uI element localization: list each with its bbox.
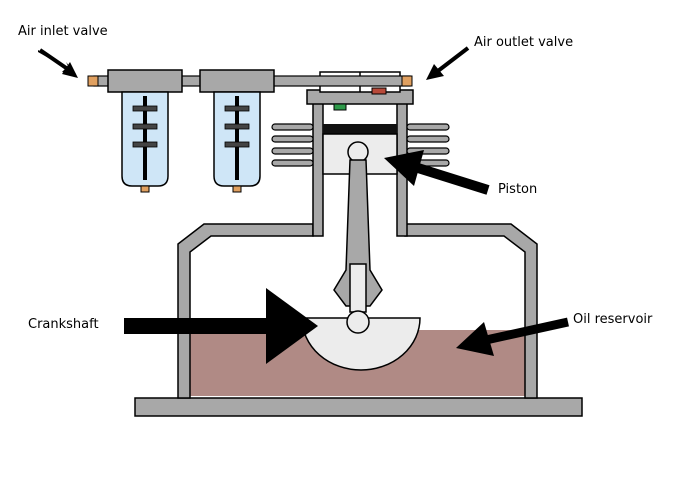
arrow-air-outlet — [432, 46, 470, 76]
arrow-oil-reservoir — [485, 317, 569, 345]
label-oil-reservoir: Oil reservoir — [573, 312, 653, 327]
inlet-fitting — [87, 75, 99, 87]
crankshaft-pin — [346, 310, 370, 334]
crankshaft-disk — [301, 317, 421, 371]
label-crankshaft: Crankshaft — [28, 317, 99, 332]
cylinder-wall-left — [312, 99, 324, 237]
filter-1 — [107, 69, 183, 193]
valve-red — [371, 87, 387, 95]
outlet-fitting — [401, 75, 413, 87]
label-air-inlet-valve: Air inlet valve — [18, 24, 108, 39]
filter-2 — [199, 69, 275, 193]
base-plate — [134, 397, 583, 417]
valve-green — [333, 103, 347, 111]
label-piston: Piston — [498, 182, 538, 197]
piston-ring — [323, 124, 397, 134]
connecting-rod — [333, 159, 383, 307]
arrow-piston — [416, 163, 490, 195]
label-air-outlet-valve: Air outlet valve — [474, 35, 574, 50]
cooling-fins-left — [271, 123, 314, 167]
piston-pin — [347, 141, 369, 163]
